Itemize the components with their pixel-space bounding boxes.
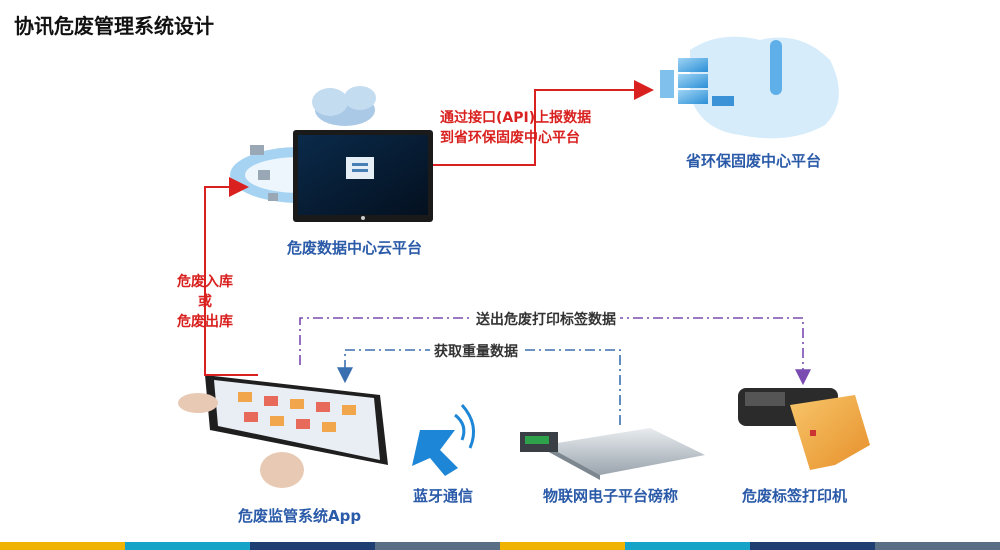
bar-segment [500, 542, 625, 550]
server-icon [660, 58, 734, 106]
cloud-platform-label: 危废数据中心云平台 [287, 239, 423, 257]
computer-icon [268, 193, 278, 201]
api-label-line2: 到省环保固废中心平台 [440, 130, 580, 146]
printer-label: 危废标签打印机 [742, 487, 848, 505]
print-data-arrow [299, 317, 811, 386]
in-out-arrow [204, 177, 258, 376]
hand-icon [260, 452, 304, 488]
api-report-label: 通过接口(API)上报数据 到省环保固废中心平台 [440, 108, 591, 148]
api-report-arrow [433, 80, 654, 166]
bottom-color-bar [0, 542, 1000, 550]
bar-segment [125, 542, 250, 550]
pillar-icon [770, 40, 782, 95]
bar-segment [0, 542, 125, 550]
provincial-platform-label: 省环保固废中心平台 [686, 152, 822, 170]
printer-illustration [738, 388, 870, 470]
in-out-line1: 危废入库 [177, 274, 233, 290]
provincial-platform-illustration [660, 36, 839, 139]
page-title: 协讯危废管理系统设计 [14, 14, 214, 38]
bar-segment [375, 542, 500, 550]
cloud-platform-illustration [230, 86, 433, 222]
in-out-label: 危废入库 或 危废出库 [160, 272, 250, 332]
bluetooth-illustration [412, 403, 476, 476]
app-label: 危废监管系统App [238, 507, 362, 525]
bar-segment [625, 542, 750, 550]
bluetooth-label: 蓝牙通信 [413, 487, 474, 505]
in-out-line3: 危废出库 [177, 314, 233, 330]
bar-segment [875, 542, 1000, 550]
weight-data-arrow [337, 349, 621, 425]
hand-icon [178, 393, 218, 413]
scale-label: 物联网电子平台磅称 [543, 487, 679, 505]
in-out-line2: 或 [198, 294, 212, 310]
weight-data-label: 获取重量数据 [430, 341, 522, 361]
print-data-label: 送出危废打印标签数据 [472, 309, 620, 329]
tablet-illustration [178, 375, 388, 488]
bar-segment [250, 542, 375, 550]
computer-icon [250, 145, 264, 155]
monitor-icon [293, 130, 433, 222]
api-label-line1: 通过接口(API)上报数据 [440, 110, 592, 126]
computer-icon [258, 170, 270, 180]
cloud-icon [312, 86, 376, 126]
scale-illustration [520, 428, 705, 480]
bar-segment [750, 542, 875, 550]
